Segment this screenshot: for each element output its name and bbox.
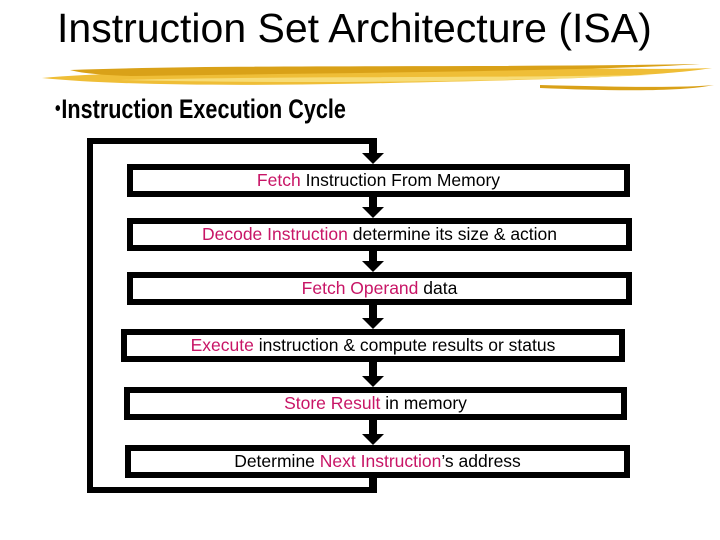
- cycle-loop-return-connector: [369, 476, 377, 489]
- flow-step-box-3: Fetch Operand data: [127, 272, 632, 305]
- flow-arrow-head: [362, 376, 384, 387]
- flow-step-box-5: Store Result in memory: [124, 387, 627, 420]
- flow-step-box-4: Execute instruction & compute results or…: [121, 329, 625, 362]
- step-text-highlight: Fetch: [256, 170, 301, 190]
- flow-arrow-head: [362, 318, 384, 329]
- section-heading-label: Instruction Execution Cycle: [61, 94, 346, 124]
- brush-underline-decoration: [42, 64, 714, 91]
- section-heading: •Instruction Execution Cycle: [55, 93, 346, 125]
- step-text: ’s address: [441, 451, 521, 471]
- flow-arrow-head: [362, 434, 384, 445]
- step-text: determine its size & action: [347, 224, 558, 244]
- flow-arrow-stem: [369, 249, 377, 262]
- cycle-loop-left-line: [87, 138, 93, 493]
- brush-stroke-light: [120, 75, 650, 83]
- bullet-marker: •: [55, 98, 61, 120]
- flow-step-box-2: Decode Instruction determine its size & …: [127, 218, 632, 251]
- flow-arrow-head: [362, 153, 384, 164]
- step-text-highlight: Decode Instruction: [201, 224, 348, 244]
- brush-stroke-tail: [540, 85, 714, 91]
- step-text-highlight: Store Result: [284, 393, 381, 413]
- step-text: Instruction From Memory: [300, 170, 501, 190]
- step-text: in memory: [380, 393, 467, 413]
- slide-title: Instruction Set Architecture (ISA): [57, 5, 652, 51]
- flow-step-box-1: Fetch Instruction From Memory: [127, 164, 630, 197]
- flow-arrow-stem: [369, 418, 377, 435]
- flow-arrow-head: [362, 207, 384, 218]
- step-text: instruction & compute results or status: [253, 335, 556, 355]
- step-text: data: [418, 278, 458, 298]
- step-text: Determine: [234, 451, 320, 471]
- flow-arrow-stem: [369, 303, 377, 319]
- flow-arrow-stem: [369, 195, 377, 208]
- brush-stroke-dark: [70, 64, 700, 76]
- flow-arrow-head: [362, 261, 384, 272]
- step-text-highlight: Next Instruction: [319, 451, 442, 471]
- flow-arrow-stem: [369, 360, 377, 377]
- step-text-highlight: Execute: [190, 335, 254, 355]
- flow-arrow-stem: [369, 140, 377, 154]
- cycle-loop-bottom-line: [87, 487, 377, 493]
- cycle-loop-top-line: [87, 138, 377, 144]
- flow-step-box-6: Determine Next Instruction’s address: [125, 445, 630, 478]
- step-text-highlight: Fetch Operand: [301, 278, 419, 298]
